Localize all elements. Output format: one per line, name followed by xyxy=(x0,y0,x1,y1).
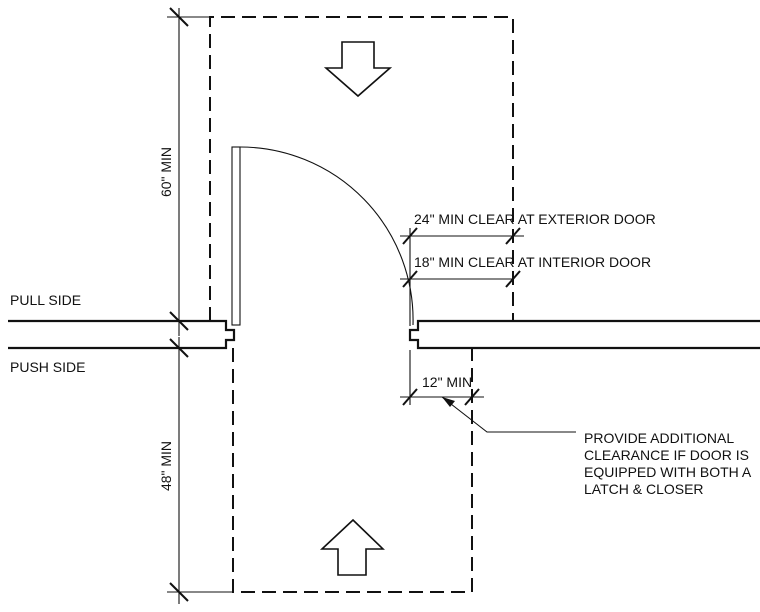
clearance-note: PROVIDE ADDITIONAL CLEARANCE IF DOOR IS … xyxy=(584,430,752,497)
push-side-clearance-outline xyxy=(232,348,473,593)
wall xyxy=(8,319,760,350)
dimension-48-min xyxy=(167,337,233,604)
note-line: LATCH & CLOSER xyxy=(584,481,704,497)
note-line: CLEARANCE IF DOOR IS xyxy=(584,447,749,463)
dimension-18-interior xyxy=(400,270,521,288)
push-side-label: PUSH SIDE xyxy=(10,359,85,375)
exterior-clear-label: 24" MIN CLEAR AT EXTERIOR DOOR xyxy=(414,211,656,227)
dimension-60-min xyxy=(167,7,210,336)
approach-arrow-down-icon xyxy=(323,41,393,98)
dim-48-label: 48" MIN xyxy=(158,441,174,491)
note-line: PROVIDE ADDITIONAL xyxy=(584,430,734,446)
interior-clear-label: 18" MIN CLEAR AT INTERIOR DOOR xyxy=(414,254,651,270)
note-line: EQUIPPED WITH BOTH A xyxy=(584,464,752,480)
door-swing-arc xyxy=(239,146,414,326)
dim-12-label: 12" MIN xyxy=(422,374,472,390)
approach-arrow-up-icon xyxy=(319,518,385,576)
pull-side-clearance-outline xyxy=(209,16,514,321)
dimension-24-exterior xyxy=(400,227,524,326)
dim-60-label: 60" MIN xyxy=(158,147,174,197)
door xyxy=(231,146,414,326)
note-leader-arrowhead-icon xyxy=(442,397,455,407)
pull-side-label: PULL SIDE xyxy=(10,292,81,308)
note-leader xyxy=(441,396,576,433)
door-leaf xyxy=(231,146,241,326)
